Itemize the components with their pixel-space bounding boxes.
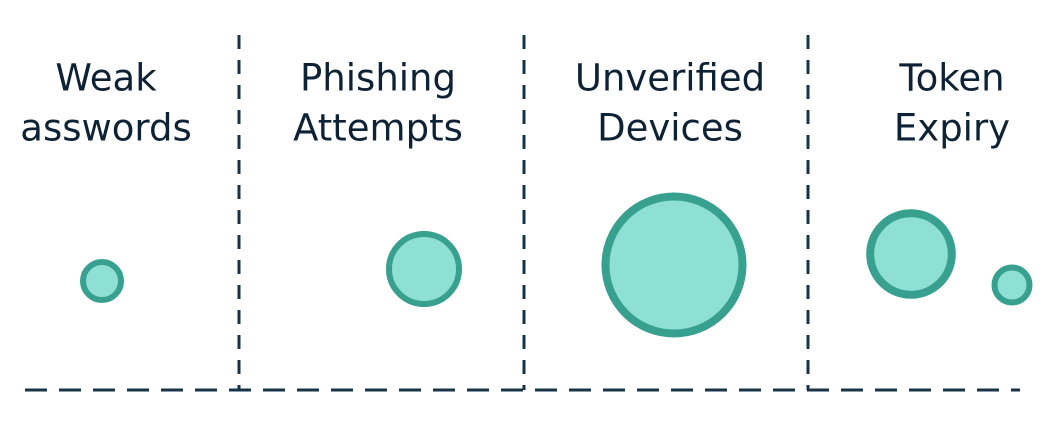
category-label-4-line-1: Token — [898, 57, 1004, 100]
bubbles — [80, 192, 1033, 338]
category-label-2-line-1: Phishing — [300, 57, 456, 100]
bubble-4 — [866, 209, 956, 299]
bubble-5 — [991, 264, 1033, 306]
bubble-1 — [80, 259, 124, 303]
category-label-2-line-2: Attempts — [293, 107, 463, 150]
bubble-2 — [386, 231, 462, 307]
bubble-3 — [601, 192, 747, 338]
category-label-3-line-2: Devices — [597, 107, 743, 150]
category-dividers — [237, 35, 810, 390]
category-label-1-line-2: asswords — [20, 107, 191, 150]
category-label-1-line-1: Weak — [55, 57, 157, 100]
category-label-3-line-1: Unverified — [575, 57, 765, 100]
category-label-4-line-2: Expiry — [894, 107, 1010, 150]
